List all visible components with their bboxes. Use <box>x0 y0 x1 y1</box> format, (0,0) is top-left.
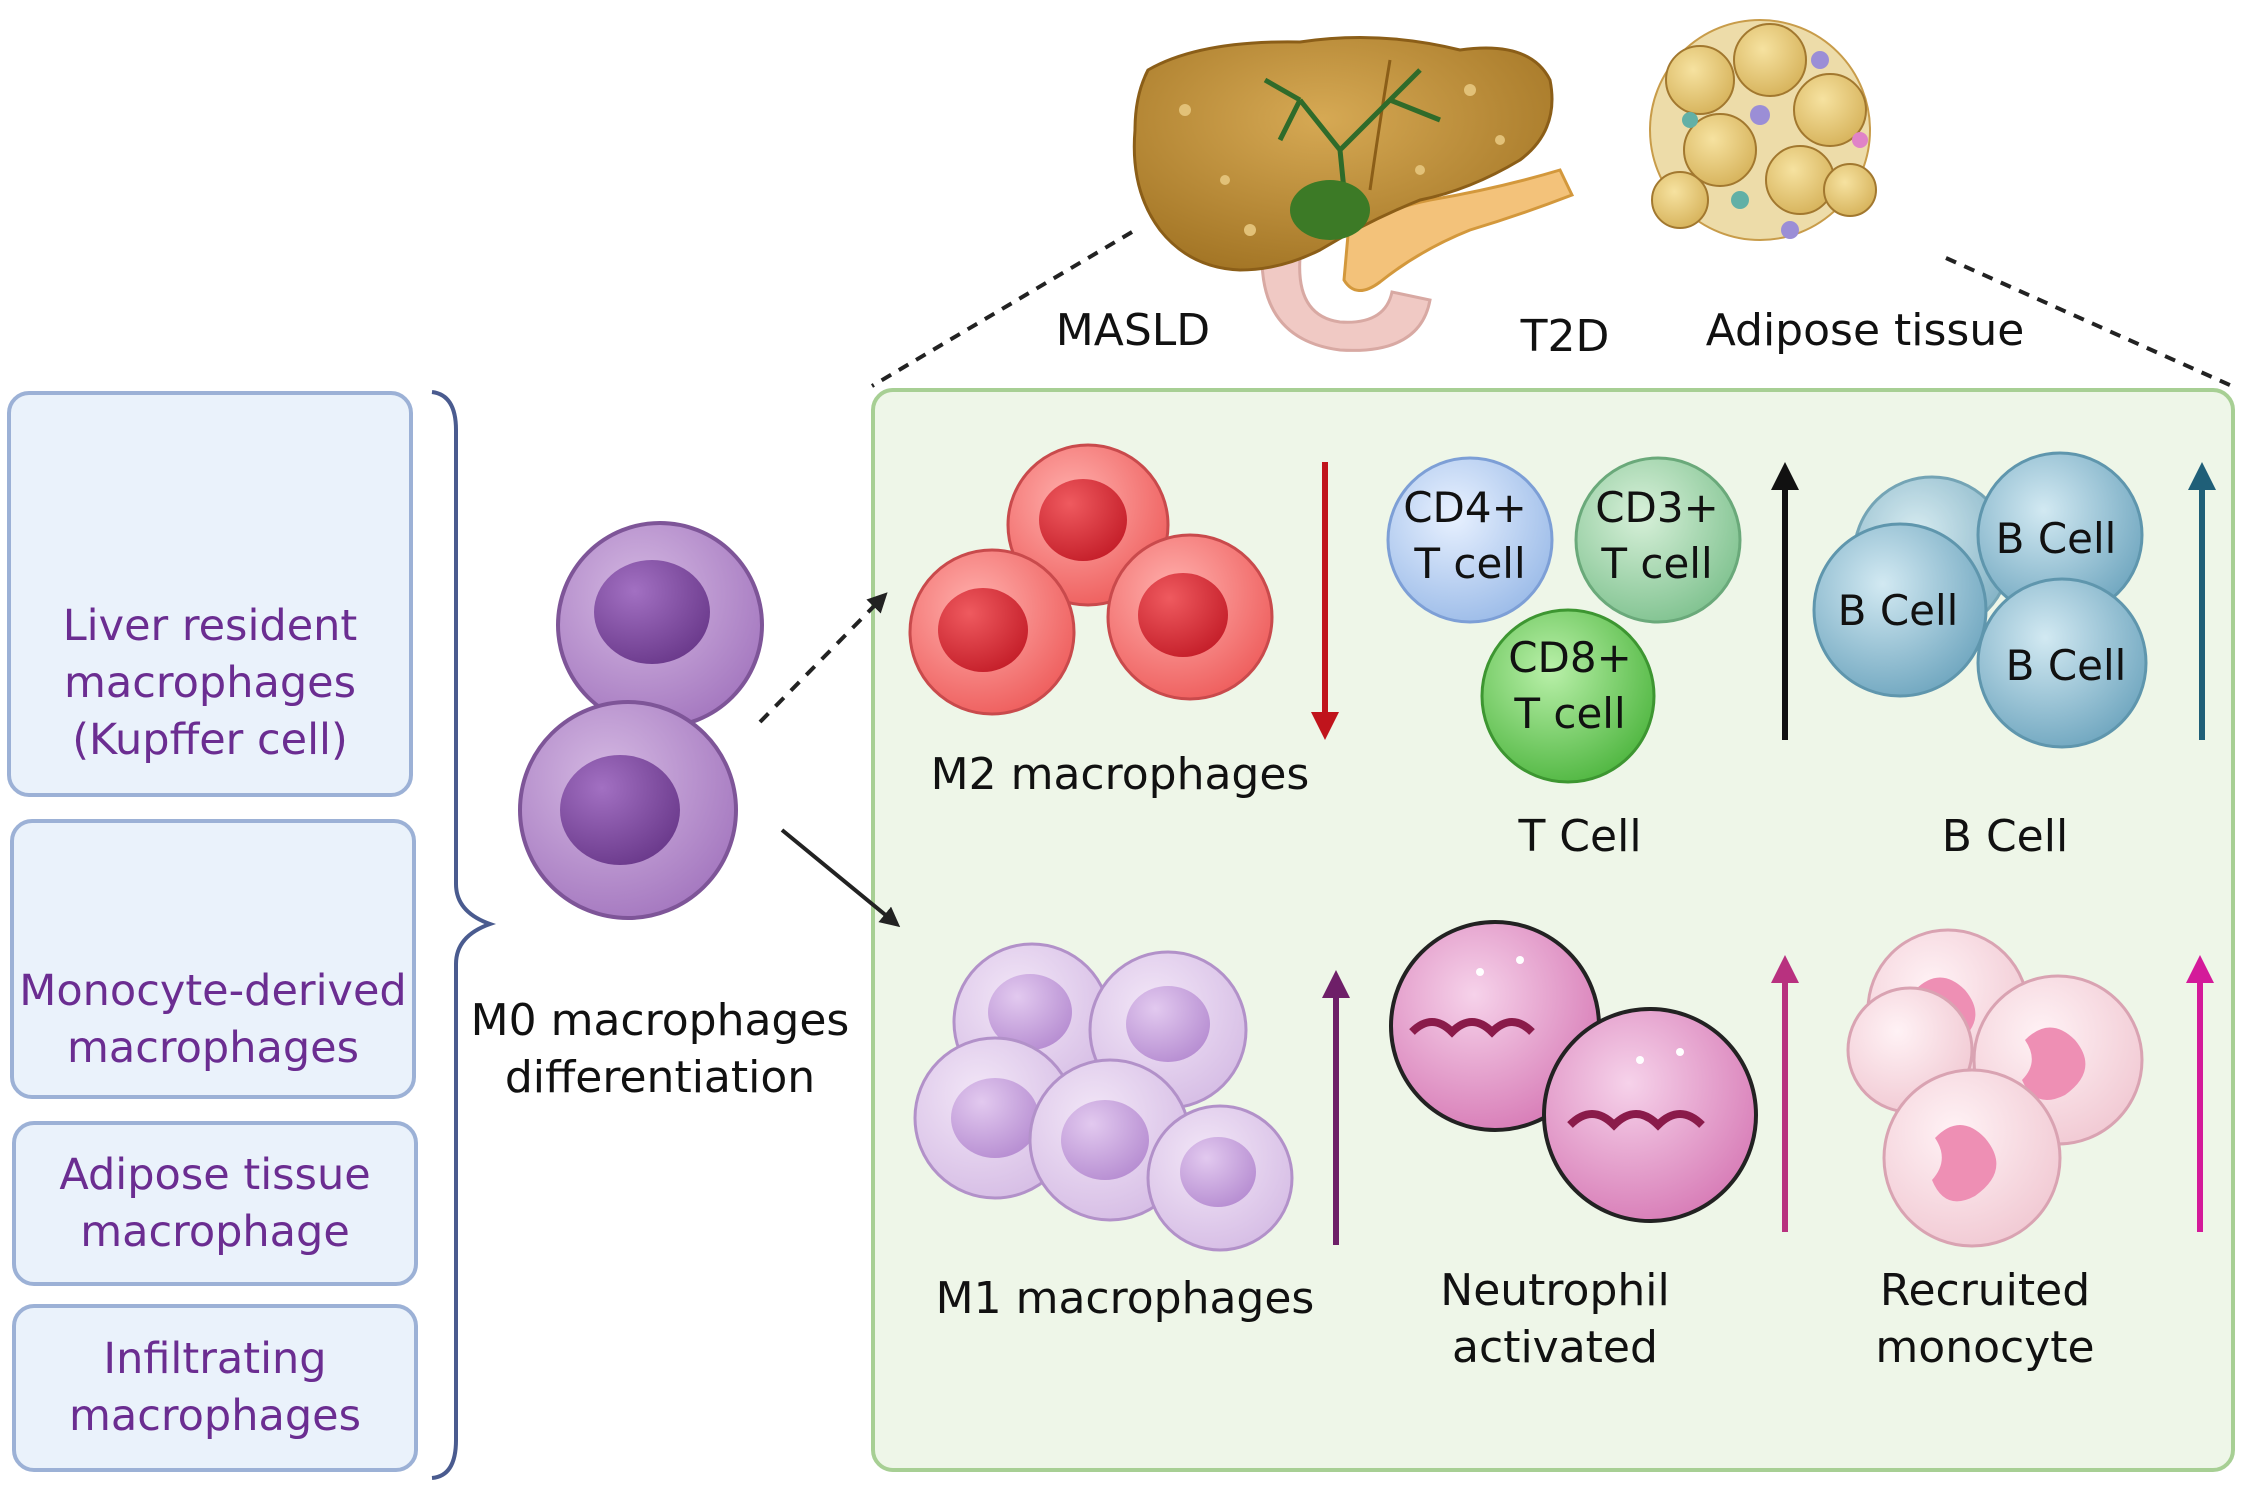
m1-macrophage-cells <box>913 942 1294 1252</box>
monocyte-derived-line-2: macrophages <box>67 1023 359 1073</box>
b-cell-cluster: B Cell B Cell B Cell <box>1812 451 2148 749</box>
cd4-t-cell-label: T cell <box>1413 539 1525 588</box>
trend-arrows <box>1311 462 2216 1245</box>
m2-differentiation-arrow <box>758 592 888 724</box>
trend-arrow-head-5 <box>1771 955 1799 983</box>
m0-label: M0 macrophages differentiation <box>460 992 860 1106</box>
cd8-label: CD8+ <box>1508 633 1632 682</box>
kupffer-line-1: Liver resident <box>62 601 358 651</box>
b-cell-label-3: B Cell <box>2006 641 2127 690</box>
monocyte-derived-box: Monocyte-derived macrophages <box>10 819 416 1099</box>
pancreas-duodenum-icon <box>1260 168 1575 352</box>
neutrophil-line-2: activated <box>1452 1322 1658 1373</box>
neutrophil-line-1: Neutrophil <box>1440 1265 1670 1316</box>
b-cell-label: B Cell <box>1941 811 2069 862</box>
trend-arrow-head-3 <box>2188 462 2216 490</box>
m0-label-line-2: differentiation <box>504 1052 816 1103</box>
infiltrating-macrophage-box: Infiltrating macrophages <box>12 1304 418 1472</box>
kupffer-cell-box: Liver resident macrophages (Kupffer cell… <box>7 391 413 797</box>
cd8-t-cell <box>1480 608 1656 784</box>
cd3-t-cell <box>1574 456 1742 624</box>
neutrophil-label: Neutrophil activated <box>1400 1262 1710 1376</box>
t-cell-cluster: CD4+ T cell CD3+ T cell CD8+ T cell <box>1386 456 1742 784</box>
m2-macrophages-label: M2 macrophages <box>930 749 1310 800</box>
m1-differentiation-arrow <box>780 828 901 928</box>
cd4-label: CD4+ <box>1403 483 1527 532</box>
zoom-line-right <box>1945 256 2233 388</box>
recruited-monocyte-cells <box>1846 928 2144 1248</box>
m0-macrophage-cells <box>518 521 764 920</box>
trend-arrow-head-4 <box>1322 970 1350 998</box>
neutrophil-cells <box>1389 920 1758 1223</box>
t-cell-label: T Cell <box>1518 811 1642 862</box>
adipose-tissue-icon <box>1649 19 1877 241</box>
monocyte-derived-line-1: Monocyte-derived <box>19 966 407 1016</box>
trend-arrow-head-1 <box>1311 712 1339 740</box>
b-cell-label-2: B Cell <box>1838 586 1959 635</box>
kupffer-line-2: macrophages <box>64 658 356 708</box>
liver-icon <box>1132 36 1554 272</box>
infiltrating-line-1: Infiltrating <box>103 1334 327 1384</box>
zoom-line-left <box>870 230 1134 388</box>
b-cell-label-1: B Cell <box>1996 514 2117 563</box>
adipose-macrophage-line-2: macrophage <box>80 1206 350 1257</box>
kupffer-line-3: (Kupffer cell) <box>72 715 348 765</box>
masld-label: MASLD <box>1055 305 1211 356</box>
cd3-t-cell-label: T cell <box>1600 539 1712 588</box>
recruited-monocyte-line-1: Recruited <box>1879 1265 2091 1316</box>
m0-label-line-1: M0 macrophages <box>470 995 850 1046</box>
adipose-tissue-label: Adipose tissue <box>1705 305 2025 356</box>
recruited-monocyte-label: Recruited monocyte <box>1830 1262 2140 1376</box>
trend-arrow-head-6 <box>2186 955 2214 983</box>
m2-macrophage-cells <box>908 443 1274 716</box>
grouping-brace <box>431 390 497 1480</box>
cd3-label: CD3+ <box>1595 483 1719 532</box>
cd8-t-cell-label: T cell <box>1513 689 1625 738</box>
m1-macrophages-label: M1 macrophages <box>935 1273 1315 1324</box>
adipose-macrophage-box: Adipose tissue macrophage <box>12 1121 418 1286</box>
infiltrating-line-2: macrophages <box>69 1391 361 1441</box>
adipose-macrophage-line-1: Adipose tissue <box>59 1149 371 1200</box>
cd4-t-cell <box>1386 456 1554 624</box>
t2d-label: T2D <box>1520 311 1610 362</box>
recruited-monocyte-line-2: monocyte <box>1875 1322 2095 1373</box>
trend-arrow-head-2 <box>1771 462 1799 490</box>
